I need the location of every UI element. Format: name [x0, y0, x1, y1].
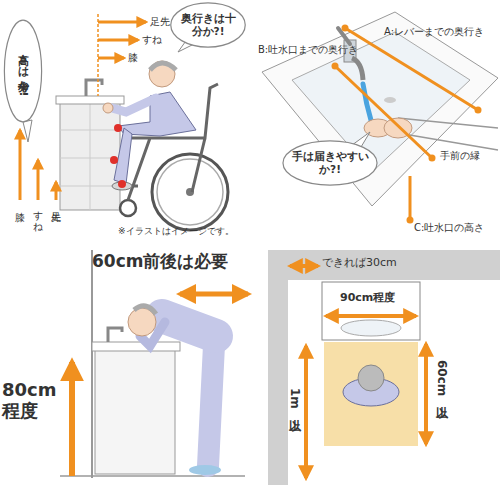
plan-view	[268, 250, 500, 485]
dimension-label: 60cm以上	[434, 360, 448, 396]
wheel	[152, 154, 228, 230]
sink	[322, 282, 420, 340]
sink-top-view	[262, 12, 498, 224]
bubble-text: 手は届きやすいか?!	[290, 150, 370, 175]
water	[363, 84, 372, 124]
standing-view	[60, 250, 248, 478]
dimension-label: 手前の縁	[440, 150, 480, 162]
dimension-label: すね	[32, 204, 44, 226]
speech-bubble: 奥行きは十分か?!	[170, 2, 246, 48]
bubble-shape	[283, 141, 377, 185]
lever-depth-line	[345, 28, 478, 110]
guide-line	[97, 14, 99, 96]
depth-guides	[98, 14, 146, 96]
bubble-text: 奥行きは十分か?!	[178, 12, 238, 37]
wall-area	[268, 250, 500, 485]
length-arrow	[304, 346, 308, 478]
bubble-tail	[23, 120, 32, 142]
head	[358, 365, 384, 391]
hand	[103, 103, 113, 113]
hair	[150, 63, 176, 70]
dimension-label: すね	[142, 34, 162, 46]
faucet	[86, 80, 102, 96]
sink-top	[56, 96, 124, 104]
head	[149, 61, 175, 87]
dimension-label: B:吐水口までの奥行き	[258, 44, 358, 56]
spout-height-line	[409, 176, 412, 220]
end-dot	[475, 107, 482, 114]
wall-tiles	[60, 102, 120, 210]
faucet-spout	[352, 58, 363, 80]
depth-arrow	[424, 344, 428, 444]
knee-dot	[114, 124, 122, 132]
caster	[120, 200, 136, 216]
shin-depth-arrow	[98, 39, 138, 42]
sink-top	[92, 342, 180, 351]
room-floor	[288, 280, 500, 485]
end-dot	[332, 63, 339, 70]
wheel-rim	[157, 159, 223, 225]
sink-cabinet	[95, 350, 175, 474]
height-arrow	[69, 362, 75, 476]
end-dot	[407, 217, 414, 224]
legs	[208, 345, 214, 466]
floor-space	[324, 342, 418, 446]
hair	[134, 306, 156, 314]
dimension-label: 60cm前後は必要	[92, 252, 228, 272]
toe-dot	[118, 180, 126, 188]
torso	[162, 316, 216, 336]
floor	[60, 475, 245, 477]
end-dot	[342, 25, 349, 32]
space-arrow	[180, 292, 248, 297]
shin	[114, 128, 132, 184]
arm	[112, 98, 156, 112]
dimension-label: 膝	[128, 52, 138, 64]
end-dot	[429, 155, 436, 162]
gap-arrow	[290, 264, 318, 268]
toe-depth-arrow	[98, 21, 146, 24]
wall	[91, 250, 93, 478]
sink-side-view	[56, 80, 124, 210]
dimension-label: 90cm程度	[340, 292, 395, 305]
dimension-label: C:吐水口の高さ	[414, 222, 484, 234]
speech-bubble: 手は届きやすいか?!	[282, 140, 378, 186]
knee-depth-arrow	[98, 57, 124, 60]
width-arrow	[326, 314, 416, 318]
knee-height-arrow	[19, 130, 22, 200]
counter	[262, 12, 498, 206]
dimension-label: 80cm 程度	[2, 380, 64, 421]
bubble-shape	[4, 20, 41, 122]
dimension-label: 足先	[150, 16, 170, 28]
bubble-text: 高さは十分か?!	[16, 46, 29, 96]
bubble-text-box: 奥行きは十分か?!	[178, 12, 238, 37]
seated-person	[103, 61, 196, 190]
toe-height-arrow	[55, 182, 58, 200]
speech-bubble: 高さは十分か?!	[4, 18, 42, 124]
faucet	[108, 328, 122, 342]
shin-height-arrow	[37, 160, 40, 200]
dimension-label: ※イラストはイメージです。	[118, 226, 234, 236]
drain	[384, 97, 396, 103]
sink-cabinet	[60, 102, 120, 210]
basin	[341, 320, 401, 336]
bubble-text-box: 高さは十分か?!	[16, 46, 29, 96]
slipper	[189, 465, 221, 475]
dimension-label: 1m以上	[287, 388, 301, 409]
shin-dot	[110, 156, 118, 164]
dimension-label: できれば30cm	[322, 257, 397, 270]
height-guides	[20, 130, 56, 200]
dimension-label: A:レバーまでの奥行き	[384, 26, 484, 38]
bubble-text-box: 手は届きやすいか?!	[290, 150, 370, 175]
bubble-shape	[171, 3, 245, 47]
